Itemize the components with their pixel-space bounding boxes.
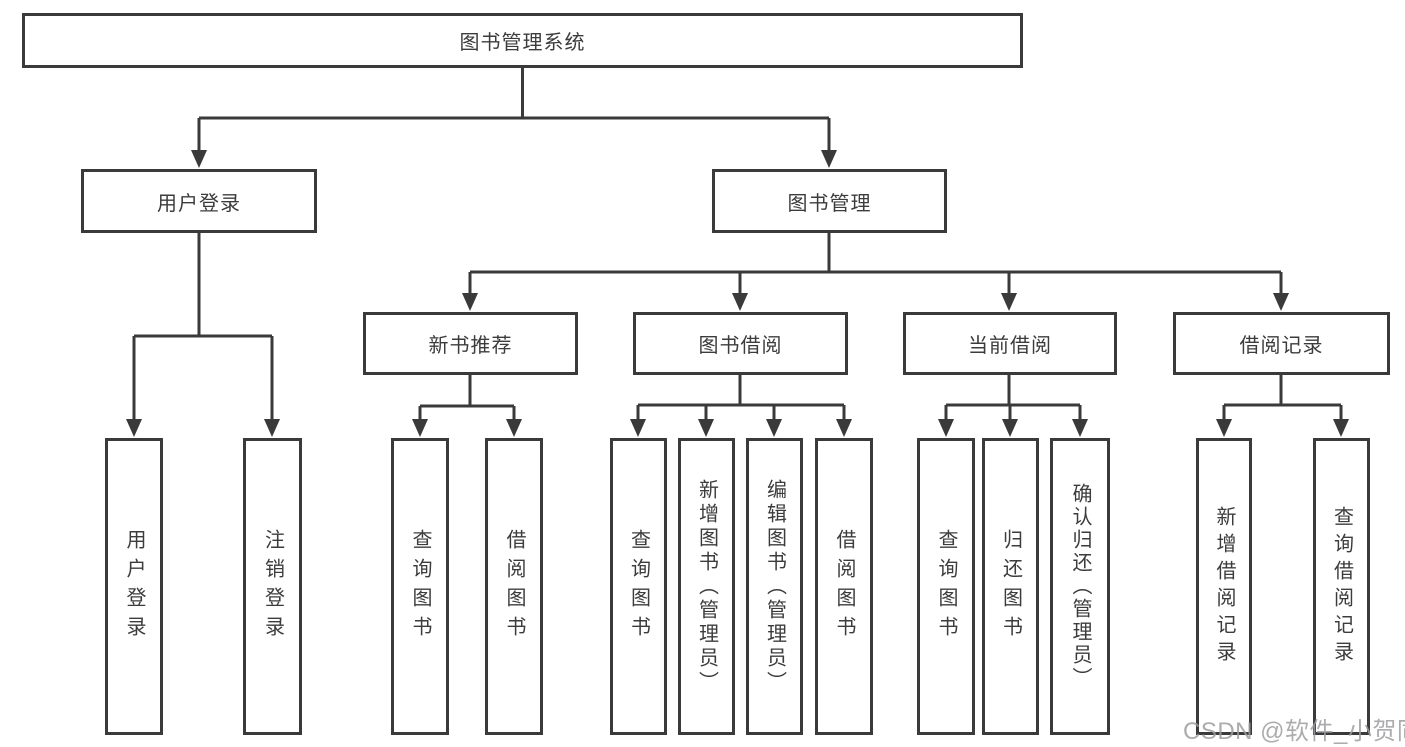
- node-label: 查询图书: [409, 528, 431, 645]
- node-label: 用户登录: [157, 192, 241, 215]
- node-book-borrow: 图书借阅: [633, 312, 848, 375]
- node-label: 查询图书: [627, 528, 650, 645]
- node-label: 图书管理: [787, 192, 872, 215]
- leaf-user-login: 用户登录: [105, 438, 163, 735]
- node-user-login: 用户登录: [81, 169, 317, 233]
- arrowheads: [126, 150, 1349, 437]
- node-label: 借阅记录: [1239, 335, 1324, 357]
- node-label: 归还图书: [999, 528, 1022, 645]
- node-label: 图书借阅: [698, 335, 783, 357]
- leaf-logout: 注销登录: [243, 438, 302, 735]
- leaf-borrow-book-borrow: 借阅图书: [815, 438, 873, 735]
- leaf-add-book-admin: 新增图书（管理员）: [678, 438, 735, 735]
- node-label: 查询借阅记录: [1330, 505, 1353, 668]
- node-label: 新书推荐: [428, 335, 513, 357]
- leaf-query-book-borrow: 查询图书: [610, 438, 667, 735]
- node-label: 确认归还（管理员）: [1069, 483, 1091, 690]
- leaf-query-book-current: 查询图书: [917, 438, 975, 735]
- node-borrow-records: 借阅记录: [1173, 312, 1390, 375]
- node-label: 借阅图书: [833, 528, 855, 645]
- node-book-management: 图书管理: [712, 169, 947, 233]
- node-label: 编辑图书（管理员）: [763, 478, 786, 695]
- leaf-confirm-return-admin: 确认归还（管理员）: [1050, 438, 1110, 735]
- leaf-edit-book-admin: 编辑图书（管理员）: [746, 438, 803, 735]
- leaf-borrow-book-recommend: 借阅图书: [485, 438, 543, 735]
- node-root-system: 图书管理系统: [22, 13, 1023, 68]
- node-current-borrow: 当前借阅: [903, 312, 1117, 375]
- leaf-query-book-recommend: 查询图书: [391, 438, 449, 735]
- csdn-watermark: CSDN @软件_小贺同学: [1183, 718, 1405, 745]
- node-label: 注销登录: [261, 528, 284, 645]
- leaf-return-book: 归还图书: [982, 438, 1039, 735]
- node-label: 图书管理系统: [459, 32, 586, 54]
- leaf-add-borrow-record: 新增借阅记录: [1196, 438, 1252, 735]
- node-label: 借阅图书: [503, 528, 525, 645]
- leaf-query-borrow-record: 查询借阅记录: [1313, 438, 1370, 735]
- node-label: 新增图书（管理员）: [695, 478, 718, 695]
- node-label: 新增借阅记录: [1213, 505, 1235, 668]
- node-label: 查询图书: [935, 528, 957, 645]
- node-label: 当前借阅: [968, 335, 1052, 357]
- node-new-book-recommend: 新书推荐: [363, 312, 578, 375]
- node-label: 用户登录: [123, 528, 145, 645]
